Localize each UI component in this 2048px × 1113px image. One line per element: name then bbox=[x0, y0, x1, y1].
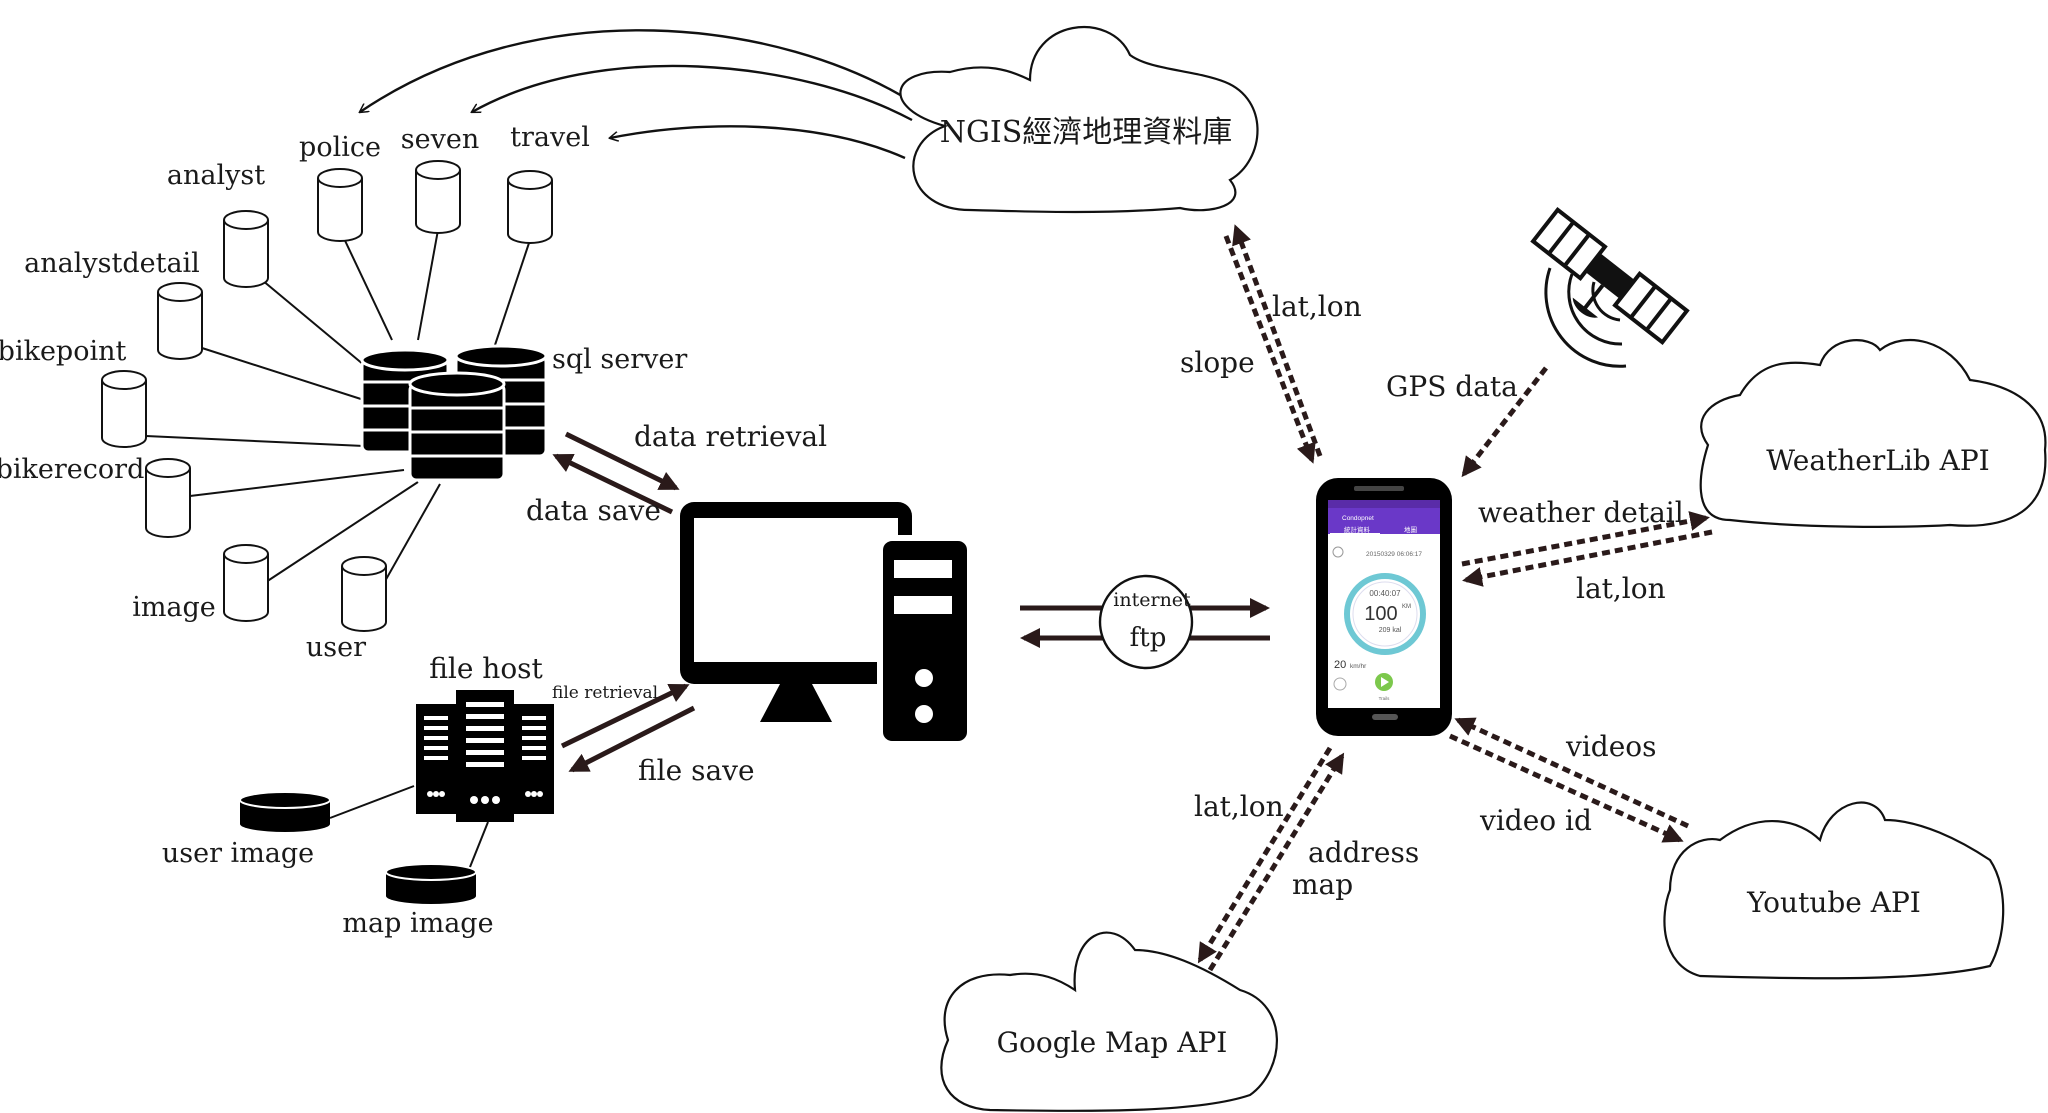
youtube-cloud bbox=[1663, 801, 2005, 980]
analystdetail-connector bbox=[201, 347, 365, 401]
ngis-to-tables-arrows bbox=[360, 29, 913, 160]
google-map-cloud-label: Google Map API bbox=[997, 1026, 1228, 1059]
ngis-to-travel-arrow bbox=[610, 125, 906, 160]
user-label: user bbox=[306, 632, 366, 663]
play-label: Trails bbox=[1379, 696, 1391, 701]
map-label: map bbox=[1292, 868, 1353, 901]
youtube-cloud-label: Youtube API bbox=[1746, 886, 1921, 919]
ngis-to-police-arrow bbox=[360, 29, 913, 112]
google-map-cloud bbox=[940, 931, 1278, 1112]
phone-to-ngis-arrow bbox=[1232, 224, 1323, 457]
image-db-icon bbox=[223, 544, 269, 622]
internet-ftp-bubble bbox=[1098, 574, 1194, 670]
elapsed-time: 00:40:07 bbox=[1369, 589, 1401, 598]
travel-connector bbox=[493, 239, 531, 349]
image-connector bbox=[265, 481, 419, 583]
progress-ring bbox=[1344, 573, 1426, 655]
ngis-latlon-label: lat,lon bbox=[1272, 290, 1362, 323]
video-id-label: video id bbox=[1479, 804, 1592, 837]
weatherlib-cloud bbox=[1699, 338, 2047, 528]
sql-server-icon bbox=[360, 344, 548, 482]
weather-latlon-label: lat,lon bbox=[1576, 572, 1666, 605]
weather-detail-label: weather detail bbox=[1478, 496, 1684, 529]
user-connector bbox=[379, 483, 441, 591]
analyst-label: analyst bbox=[167, 160, 265, 191]
analyst-db-icon bbox=[223, 210, 269, 288]
speed-unit: km/hr bbox=[1350, 663, 1367, 670]
seven-label: seven bbox=[401, 124, 479, 155]
bikepoint-connector bbox=[145, 435, 365, 447]
internet-label: internet bbox=[1113, 589, 1191, 611]
map-latlon-arrow bbox=[1197, 746, 1333, 964]
map-image-disk-icon bbox=[385, 863, 477, 904]
map-latlon-label: lat,lon bbox=[1194, 790, 1284, 823]
police-label: police bbox=[299, 132, 381, 163]
videos-arrow bbox=[1454, 717, 1690, 829]
ftp-label: ftp bbox=[1130, 623, 1167, 653]
ngis-cloud bbox=[899, 25, 1259, 214]
videos-label: videos bbox=[1565, 730, 1657, 763]
ngis-to-phone-arrow bbox=[1223, 235, 1316, 464]
data-retrieval-arrow bbox=[564, 431, 680, 491]
tab-map[interactable]: 地圖 bbox=[1404, 525, 1417, 534]
user-image-disk-icon bbox=[239, 791, 331, 832]
sql-server-label: sql server bbox=[552, 344, 687, 375]
bikepoint-label: bikepoint bbox=[0, 336, 126, 367]
user-image-label: user image bbox=[162, 838, 314, 869]
speed-value: 20 bbox=[1334, 659, 1346, 671]
ngis-cloud-label: NGIS經濟地理資料庫 bbox=[940, 115, 1233, 150]
file-host-server-icon bbox=[416, 690, 554, 822]
user-db-icon bbox=[341, 556, 387, 632]
weatherlib-cloud-label: WeatherLib API bbox=[1766, 444, 1990, 477]
bikerecord-label: bikerecord bbox=[0, 454, 144, 485]
police-db-icon bbox=[317, 168, 363, 242]
file-host-label: file host bbox=[429, 652, 543, 685]
file-save-label: file save bbox=[638, 754, 755, 787]
police-connector bbox=[339, 229, 393, 341]
satellite-icon bbox=[1530, 206, 1690, 346]
file-retrieval-arrow bbox=[560, 683, 690, 749]
app-title: Condopnet bbox=[1342, 515, 1374, 522]
ngis-to-seven-arrow bbox=[472, 64, 913, 122]
travel-label: travel bbox=[510, 122, 590, 153]
data-save-label: data save bbox=[526, 494, 661, 527]
seven-db-icon bbox=[415, 160, 461, 234]
smartphone-icon: Condopnet 統計資料 地圖 20150329 06:06:17 00:4… bbox=[1316, 478, 1452, 736]
weather-detail-arrow bbox=[1461, 511, 1710, 567]
datetime-text: 20150329 06:06:17 bbox=[1366, 551, 1422, 558]
distance-unit: KM bbox=[1402, 604, 1411, 610]
video-id-arrow bbox=[1448, 733, 1684, 843]
table-cylinders bbox=[101, 160, 553, 632]
bikepoint-db-icon bbox=[101, 370, 147, 448]
bikerecord-connector bbox=[189, 469, 405, 497]
gps-status-icon bbox=[1333, 677, 1347, 691]
bikerecord-db-icon bbox=[145, 458, 191, 538]
address-map-arrow bbox=[1207, 752, 1345, 972]
image-label: image bbox=[132, 592, 216, 623]
address-label: address bbox=[1308, 836, 1419, 869]
calories-value: 209 kal bbox=[1379, 627, 1402, 634]
seven-connector bbox=[417, 229, 439, 341]
analystdetail-label: analystdetail bbox=[24, 248, 200, 279]
travel-db-icon bbox=[507, 170, 553, 244]
ngis-slope-label: slope bbox=[1180, 346, 1255, 379]
tab-stats[interactable]: 統計資料 bbox=[1344, 525, 1371, 534]
satellite-signal-icon bbox=[1544, 267, 1627, 368]
desktop-computer-icon bbox=[680, 502, 973, 747]
data-save-arrow bbox=[552, 453, 674, 515]
map-image-label: map image bbox=[342, 908, 493, 939]
file-save-arrow bbox=[568, 705, 696, 773]
file-retrieval-label: file retrieval bbox=[552, 683, 658, 703]
analyst-connector bbox=[261, 279, 371, 371]
weather-icon bbox=[1332, 546, 1344, 558]
gps-data-label: GPS data bbox=[1386, 370, 1518, 403]
gps-data-arrow bbox=[1461, 366, 1548, 478]
analystdetail-db-icon bbox=[157, 282, 203, 360]
data-retrieval-label: data retrieval bbox=[634, 420, 827, 453]
distance-value: 100 bbox=[1364, 603, 1397, 625]
weather-latlon-arrow bbox=[1462, 529, 1713, 587]
user-image-connector bbox=[329, 785, 415, 819]
